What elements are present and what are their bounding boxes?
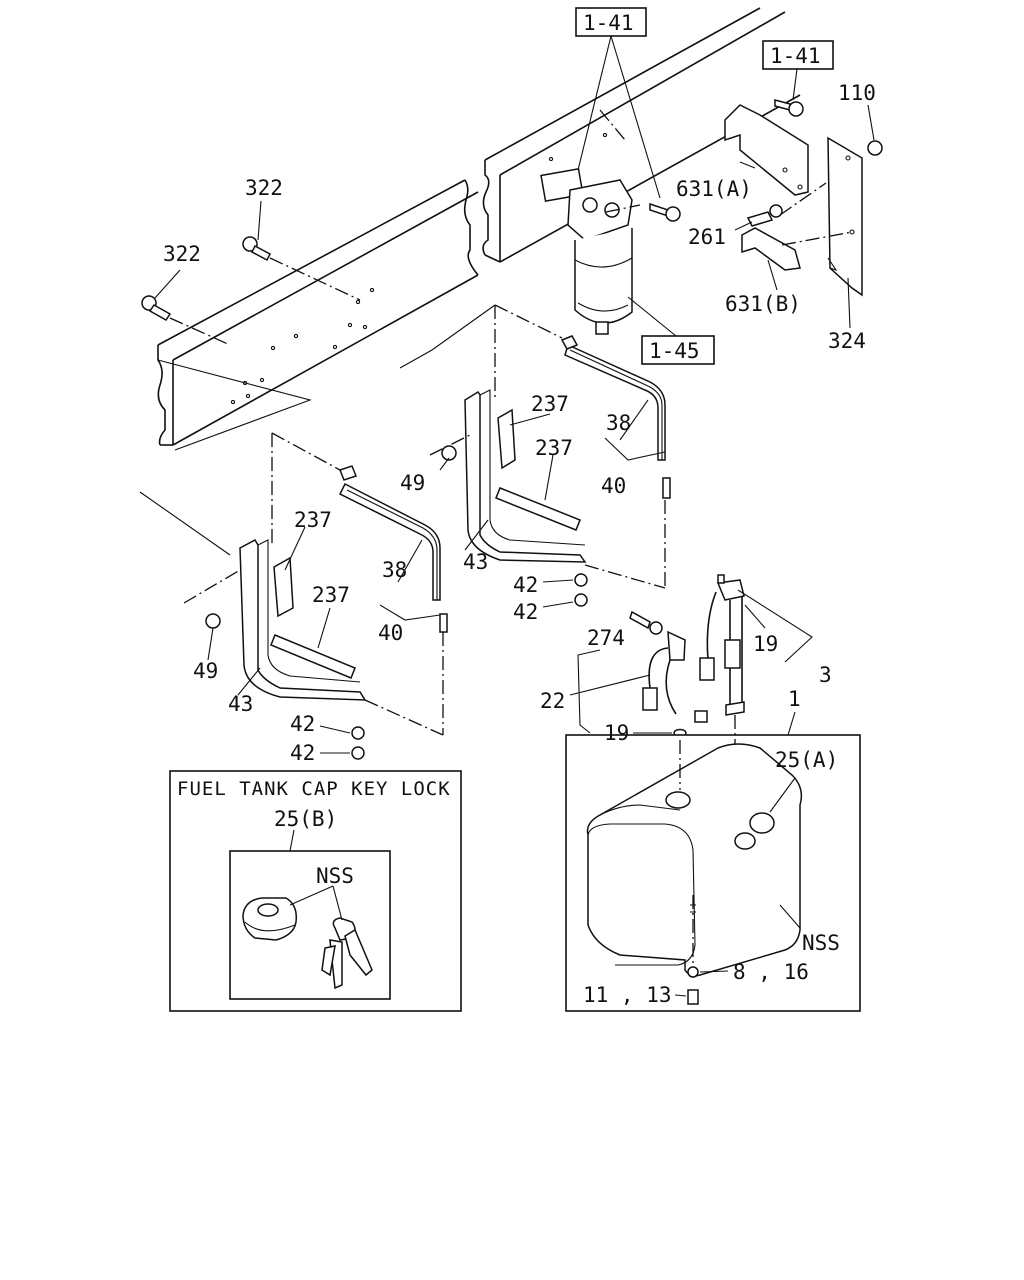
callout-261: 261 [688, 225, 726, 249]
fuel-filter-assembly [540, 168, 633, 335]
bracket-plane-outline-upper [399, 304, 496, 369]
ref-box-1-45 [641, 335, 715, 365]
plate-324 [827, 136, 863, 297]
reference-labels: 1-41 1-41 1-45 [583, 11, 821, 363]
callout-38-a: 38 [606, 411, 631, 435]
fuel-cap-with-lock [242, 897, 298, 941]
leader-lines [154, 35, 875, 997]
inset-nss: NSS [316, 864, 354, 888]
callout-42-c: 42 [290, 712, 315, 736]
tank-strap-right [560, 335, 671, 499]
callout-49-a: 49 [400, 471, 425, 495]
frame-section-outline [157, 359, 312, 451]
ref-label-1-41-top: 1-41 [583, 11, 634, 35]
bolt-1-41 [774, 99, 804, 117]
callout-274: 274 [587, 626, 625, 650]
assembly-center-lines [169, 109, 853, 965]
callout-nss-tank: NSS [802, 931, 840, 955]
bracket-plane-outline-lower [139, 491, 231, 556]
callout-43-b: 43 [228, 692, 253, 716]
callout-631b: 631(B) [725, 292, 801, 316]
nut-42-2 [574, 593, 588, 607]
callout-25a: 25(A) [775, 748, 838, 772]
callout-38-b: 38 [382, 558, 407, 582]
callout-322-upper: 322 [245, 176, 283, 200]
bolt-322-upper [242, 236, 271, 262]
fuel-tank [586, 743, 803, 977]
drain-plug-11-13 [687, 989, 699, 1005]
keys [321, 917, 373, 990]
callout-237-d: 237 [312, 583, 350, 607]
callout-42-d: 42 [290, 741, 315, 765]
callout-43-a: 43 [463, 550, 488, 574]
nut-42-3 [351, 726, 365, 740]
callout-22: 22 [540, 689, 565, 713]
drain-sensor-unit [629, 610, 708, 723]
bracket-631b [741, 227, 801, 271]
inset-labels: FUEL TANK CAP KEY LOCK 25(B) NSS [177, 778, 451, 888]
ref-label-1-41-right: 1-41 [770, 44, 821, 68]
callout-42-a: 42 [513, 573, 538, 597]
nut-49-upper [441, 445, 457, 461]
tank-strap-left [338, 465, 448, 633]
callout-42-b: 42 [513, 600, 538, 624]
ref-label-1-45: 1-45 [649, 339, 700, 363]
callout-631a: 631(A) [676, 177, 752, 201]
callout-237-b: 237 [535, 436, 573, 460]
callout-3: 3 [819, 663, 832, 687]
callout-40-b: 40 [378, 621, 403, 645]
callout-237-c: 237 [294, 508, 332, 532]
bolt-322-lower [141, 295, 172, 321]
callout-8-16: 8 , 16 [733, 960, 809, 984]
callout-labels: 110 631(A) 261 631(B) 324 322 322 237 38… [163, 81, 876, 1007]
inset-part-25b: 25(B) [274, 807, 337, 831]
callout-49-b: 49 [193, 659, 218, 683]
frame-rail-right [482, 7, 801, 263]
callout-11-13: 11 , 13 [583, 983, 672, 1007]
bolt-261 [746, 204, 783, 227]
callout-19-a: 19 [753, 632, 778, 656]
callout-19-b: 19 [604, 721, 629, 745]
nut-42-1 [574, 573, 588, 587]
inset-title: FUEL TANK CAP KEY LOCK [177, 778, 451, 800]
callout-324: 324 [828, 329, 866, 353]
callout-1: 1 [788, 687, 801, 711]
callout-322-lower: 322 [163, 242, 201, 266]
nut-110 [867, 140, 883, 156]
callout-40-a: 40 [601, 474, 626, 498]
nut-42-4 [351, 746, 365, 760]
callout-110: 110 [838, 81, 876, 105]
tank-bracket-left [239, 539, 367, 701]
bracket-631a [724, 104, 809, 196]
callout-237-a: 237 [531, 392, 569, 416]
fuel-sender-unit [699, 574, 745, 716]
nut-49-lower [205, 613, 221, 629]
washer-8-16 [687, 966, 699, 978]
ref-box-1-41-right [762, 40, 834, 70]
